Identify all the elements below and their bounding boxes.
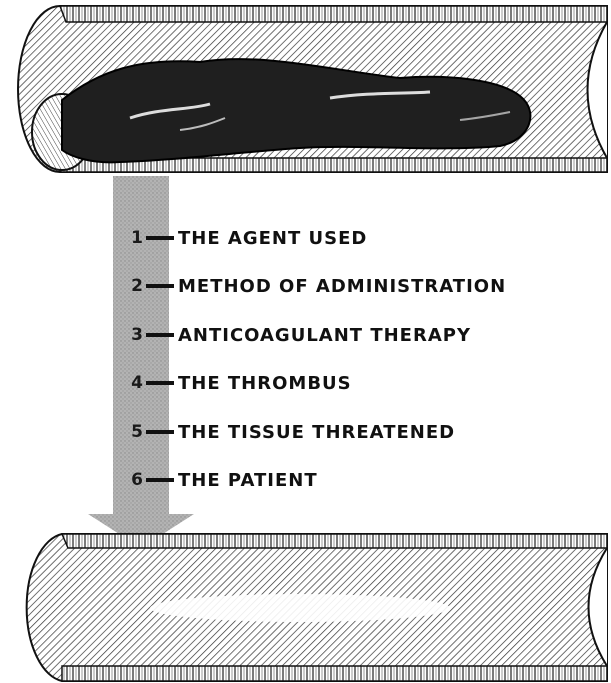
factor-number: 2 <box>130 276 144 296</box>
factor-item-1: 1 THE AGENT USED <box>130 222 367 254</box>
factor-dash <box>146 478 174 482</box>
factor-dash <box>146 284 174 288</box>
factor-label: ANTICOAGULANT THERAPY <box>178 325 471 346</box>
factor-item-5: 5 THE TISSUE THREATENED <box>130 416 455 448</box>
factor-number: 5 <box>130 422 144 442</box>
factor-item-4: 4 THE THROMBUS <box>130 367 352 399</box>
factor-number: 6 <box>130 470 144 490</box>
factor-dash <box>146 381 174 385</box>
factor-dash <box>146 430 174 434</box>
factor-item-6: 6 THE PATIENT <box>130 464 318 496</box>
factor-label: THE AGENT USED <box>178 228 367 249</box>
factor-label: METHOD OF ADMINISTRATION <box>178 276 506 297</box>
factor-number: 1 <box>130 228 144 248</box>
factor-dash <box>146 333 174 337</box>
factor-label: THE PATIENT <box>178 470 318 491</box>
factor-number: 3 <box>130 325 144 345</box>
factor-dash <box>146 236 174 240</box>
factor-label: THE THROMBUS <box>178 373 352 394</box>
factor-item-3: 3 ANTICOAGULANT THERAPY <box>130 319 471 351</box>
factor-number: 4 <box>130 373 144 393</box>
factor-label: THE TISSUE THREATENED <box>178 422 455 443</box>
factor-item-2: 2 METHOD OF ADMINISTRATION <box>130 270 506 302</box>
